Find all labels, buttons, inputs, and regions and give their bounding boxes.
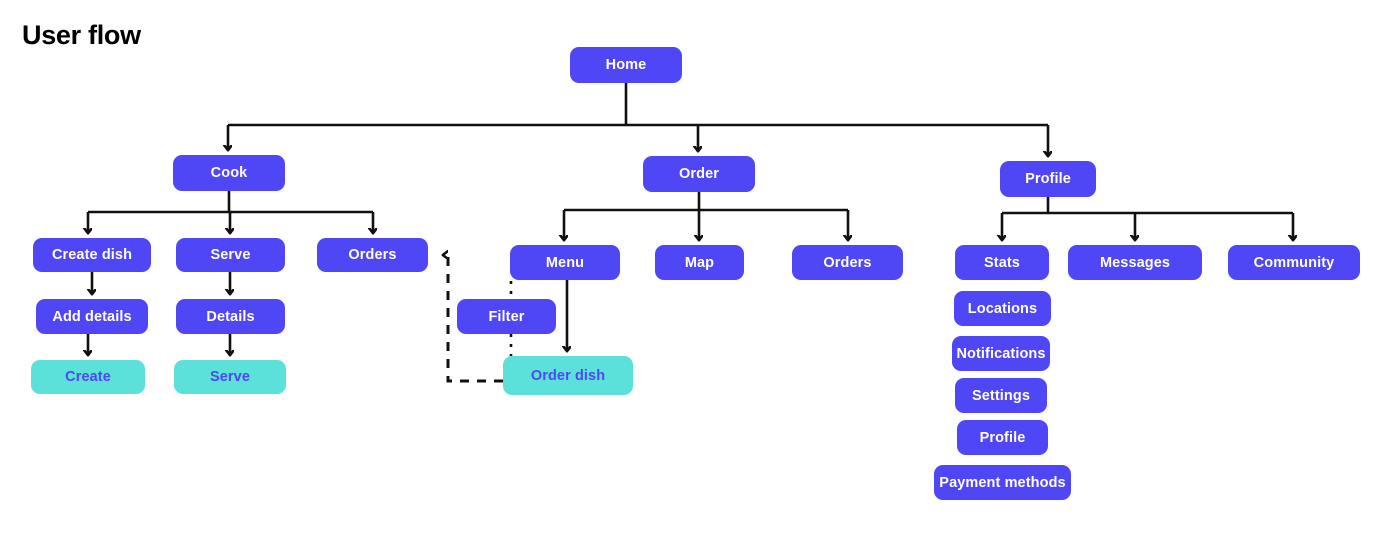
node-label: Profile xyxy=(979,429,1026,446)
node-label: Locations xyxy=(967,300,1038,317)
node-label: Notifications xyxy=(956,345,1046,362)
node-details[interactable]: Details xyxy=(176,299,285,334)
node-filter[interactable]: Filter xyxy=(457,299,556,334)
node-payment[interactable]: Payment methods xyxy=(934,465,1071,500)
node-menu[interactable]: Menu xyxy=(510,245,620,280)
node-create[interactable]: Create xyxy=(31,360,145,394)
page-title: User flow xyxy=(22,20,141,50)
node-label: Menu xyxy=(545,254,585,271)
node-stats[interactable]: Stats xyxy=(955,245,1049,280)
node-label: Community xyxy=(1253,254,1335,271)
node-serve_2[interactable]: Serve xyxy=(174,360,286,394)
node-notifications[interactable]: Notifications xyxy=(952,336,1050,371)
node-locations[interactable]: Locations xyxy=(954,291,1051,326)
node-orders_order[interactable]: Orders xyxy=(792,245,903,280)
node-label: Orders xyxy=(823,254,872,271)
node-label: Map xyxy=(684,254,715,271)
node-home[interactable]: Home xyxy=(570,47,682,83)
node-label: Profile xyxy=(1025,171,1071,187)
node-label: Order xyxy=(679,166,719,182)
node-cook[interactable]: Cook xyxy=(173,155,285,191)
node-label: Add details xyxy=(52,308,132,325)
node-label: Create xyxy=(65,369,111,385)
node-create_dish[interactable]: Create dish xyxy=(33,238,151,272)
node-orders_cook[interactable]: Orders xyxy=(317,238,428,272)
node-label: Payment methods xyxy=(939,474,1066,491)
node-label: Home xyxy=(605,57,647,73)
node-order[interactable]: Order xyxy=(643,156,755,192)
node-profile_item[interactable]: Profile xyxy=(957,420,1048,455)
node-map[interactable]: Map xyxy=(655,245,744,280)
node-serve_1[interactable]: Serve xyxy=(176,238,285,272)
node-profile_top[interactable]: Profile xyxy=(1000,161,1096,197)
node-label: Create dish xyxy=(51,247,133,263)
node-label: Order dish xyxy=(530,367,606,384)
node-label: Cook xyxy=(210,165,248,181)
node-order_dish[interactable]: Order dish xyxy=(503,356,633,395)
node-label: Serve xyxy=(210,247,251,263)
node-label: Filter xyxy=(488,308,525,325)
node-label: Settings xyxy=(972,387,1030,404)
node-label: Messages xyxy=(1099,254,1171,271)
node-add_details[interactable]: Add details xyxy=(36,299,148,334)
node-messages[interactable]: Messages xyxy=(1068,245,1202,280)
node-label: Orders xyxy=(348,247,397,263)
node-label: Stats xyxy=(984,254,1020,271)
node-community[interactable]: Community xyxy=(1228,245,1360,280)
node-label: Details xyxy=(206,308,255,325)
node-label: Serve xyxy=(209,369,250,385)
node-settings[interactable]: Settings xyxy=(955,378,1047,413)
